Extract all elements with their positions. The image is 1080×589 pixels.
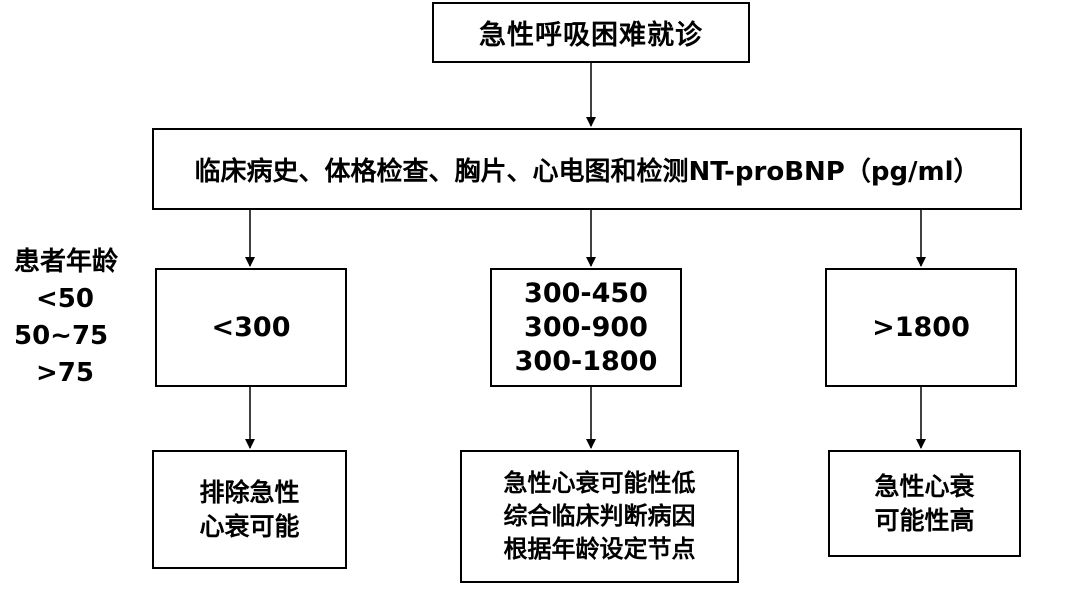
outcome-high-line-1: 急性心衰 (874, 471, 975, 501)
age-groups: 患者年龄 <50 50~75 >75 (14, 244, 134, 392)
outcome-mid-line-3: 根据年龄设定节点 (503, 535, 696, 563)
outcome-low-line-1: 排除急性 (199, 477, 300, 507)
threshold-mid-box: 300-450 300-900 300-1800 (490, 268, 682, 387)
outcome-high-line-2: 可能性高 (874, 505, 975, 535)
threshold-high-label: >1800 (872, 312, 970, 343)
threshold-low-label: <300 (211, 312, 291, 343)
outcome-low-box: 排除急性 心衰可能 (152, 450, 347, 569)
start-box: 急性呼吸困难就诊 (432, 2, 750, 63)
outcome-high-box: 急性心衰 可能性高 (828, 450, 1021, 557)
assessment-box: 临床病史、体格检查、胸片、心电图和检测NT-proBNP（pg/ml） (152, 128, 1022, 210)
outcome-mid-box: 急性心衰可能性低 综合临床判断病因 根据年龄设定节点 (460, 450, 739, 583)
threshold-mid-line-3: 300-1800 (514, 345, 658, 377)
threshold-mid-line-1: 300-450 (524, 277, 648, 309)
threshold-mid-line-2: 300-900 (524, 311, 648, 343)
age-group-over-75: >75 (36, 358, 94, 388)
age-group-under-50: <50 (36, 284, 94, 314)
threshold-low-box: <300 (155, 268, 347, 387)
start-label: 急性呼吸困难就诊 (479, 20, 703, 51)
outcome-mid-line-1: 急性心衰可能性低 (503, 469, 696, 497)
threshold-high-box: >1800 (825, 268, 1017, 387)
outcome-low-line-2: 心衰可能 (199, 511, 300, 541)
assessment-label: 临床病史、体格检查、胸片、心电图和检测NT-proBNP（pg/ml） (194, 156, 980, 187)
age-group-50-75: 50~75 (14, 321, 109, 351)
age-title: 患者年龄 (14, 247, 119, 277)
outcome-mid-line-2: 综合临床判断病因 (503, 502, 696, 530)
